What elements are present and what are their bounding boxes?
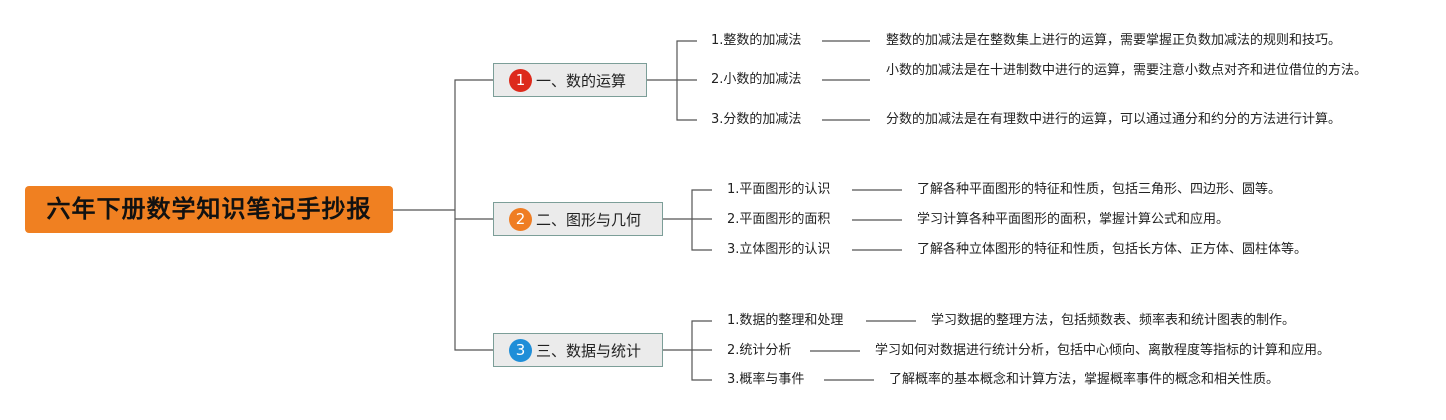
subtopic-description: 学习如何对数据进行统计分析，包括中心倾向、离散程度等指标的计算和应用。 xyxy=(875,343,1331,358)
number-three-icon: 3 xyxy=(509,338,532,362)
subtopic-node[interactable]: 2.小数的加减法 xyxy=(711,72,802,87)
subtopic-node[interactable]: 1.平面图形的认识 xyxy=(727,182,831,197)
topic-label: 三、数据与统计 xyxy=(536,341,642,360)
subtopic-node[interactable]: 1.数据的整理和处理 xyxy=(727,313,844,328)
topic-node-geometry[interactable]: 2 二、图形与几何 xyxy=(493,202,663,236)
topic-node-statistics[interactable]: 3 三、数据与统计 xyxy=(493,333,663,367)
subtopic-description: 了解各种立体图形的特征和性质，包括长方体、正方体、圆柱体等。 xyxy=(917,242,1308,257)
subtopic-description: 学习数据的整理方法，包括频数表、频率表和统计图表的制作。 xyxy=(931,313,1296,328)
subtopic-node[interactable]: 2.平面图形的面积 xyxy=(727,212,831,227)
subtopic-node[interactable]: 1.整数的加减法 xyxy=(711,33,802,48)
subtopic-node[interactable]: 3.立体图形的认识 xyxy=(727,242,831,257)
root-node[interactable]: 六年下册数学知识笔记手抄报 xyxy=(25,186,393,233)
subtopic-description: 了解各种平面图形的特征和性质，包括三角形、四边形、圆等。 xyxy=(917,182,1282,197)
number-two-icon: 2 xyxy=(509,207,532,231)
subtopic-description: 整数的加减法是在整数集上进行的运算，需要掌握正负数加减法的规则和技巧。 xyxy=(886,33,1342,48)
number-one-icon: 1 xyxy=(509,68,532,92)
subtopic-description: 分数的加减法是在有理数中进行的运算，可以通过通分和约分的方法进行计算。 xyxy=(886,112,1342,127)
subtopic-description: 了解概率的基本概念和计算方法，掌握概率事件的概念和相关性质。 xyxy=(889,372,1280,387)
topic-node-arithmetic[interactable]: 1 一、数的运算 xyxy=(493,63,647,97)
topic-label: 二、图形与几何 xyxy=(536,210,642,229)
subtopic-node[interactable]: 3.分数的加减法 xyxy=(711,112,802,127)
subtopic-description: 小数的加减法是在十进制数中进行的运算，需要注意小数点对齐和进位借位的方法。 xyxy=(886,63,1368,78)
subtopic-description: 学习计算各种平面图形的面积，掌握计算公式和应用。 xyxy=(917,212,1230,227)
subtopic-node[interactable]: 2.统计分析 xyxy=(727,343,792,358)
topic-label: 一、数的运算 xyxy=(536,71,627,90)
subtopic-node[interactable]: 3.概率与事件 xyxy=(727,372,805,387)
